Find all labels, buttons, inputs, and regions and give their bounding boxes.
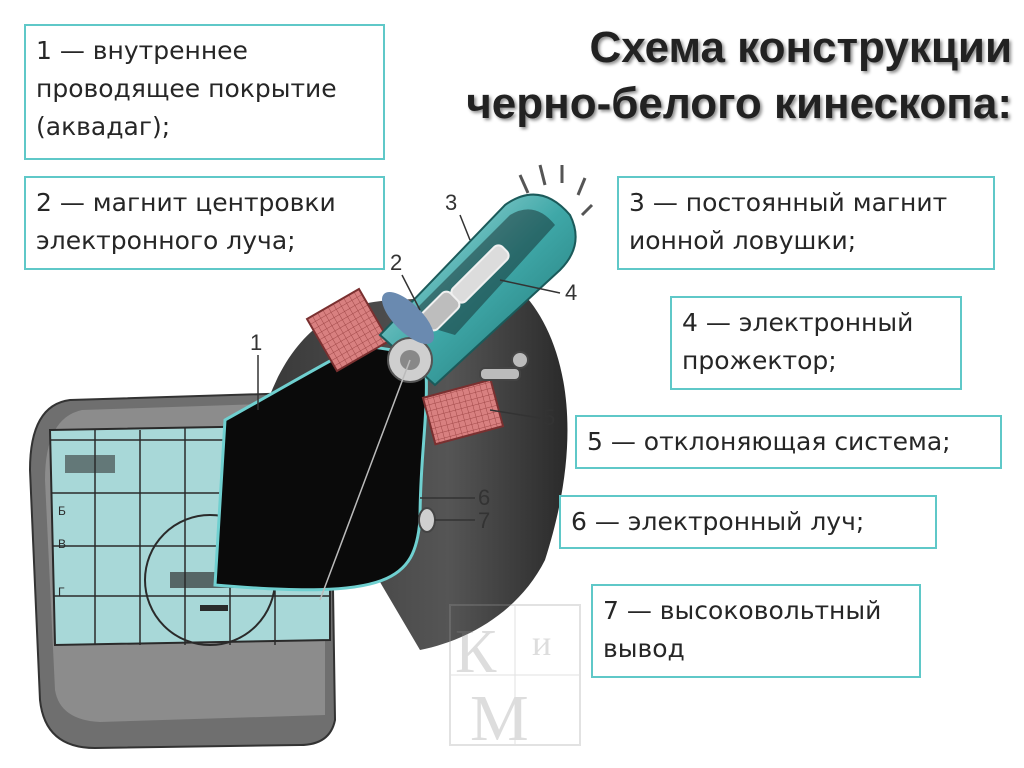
screen-row-label-b: Б bbox=[58, 504, 66, 518]
deflection-coil-top bbox=[305, 287, 391, 373]
slide-title: Схема конструкции черно-белого кинескопа… bbox=[372, 20, 1012, 132]
screen-row-label-g: Г bbox=[58, 585, 65, 599]
deflection-coil-bottom bbox=[421, 378, 505, 446]
high-voltage-terminal bbox=[418, 507, 436, 533]
screen-row-label-v: В bbox=[58, 537, 66, 551]
part-number-5: 5 bbox=[543, 405, 555, 430]
part-number-6: 6 bbox=[478, 485, 490, 510]
electron-gun bbox=[419, 244, 510, 332]
part-number-7: 7 bbox=[478, 508, 490, 533]
electron-beam bbox=[319, 359, 411, 601]
centering-magnet bbox=[382, 292, 434, 344]
base-pins bbox=[518, 164, 594, 217]
part-number-1: 1 bbox=[250, 330, 262, 355]
legend-item-6: 6 — электронный луч; bbox=[559, 495, 937, 549]
legend-item-2: 2 — магнит центровки электронного луча; bbox=[24, 176, 385, 270]
part-number-2: 2 bbox=[390, 250, 402, 275]
watermark-letter-k: К bbox=[455, 618, 497, 686]
legend-item-3: 3 — постоянный магнит ионной ловушки; bbox=[617, 176, 995, 270]
legend-item-4: 4 — электронный прожектор; bbox=[670, 296, 962, 390]
watermark-letter-i: и bbox=[532, 623, 551, 663]
kinescope-flask bbox=[213, 343, 428, 592]
legend-item-7: 7 — высоковольтный вывод bbox=[591, 584, 921, 678]
legend-item-5: 5 — отклоняющая система; bbox=[575, 415, 1002, 469]
legend-item-1: 1 — внутреннее проводящее покрытие (аква… bbox=[24, 24, 385, 160]
slide-title-line-1: Схема конструкции bbox=[589, 23, 1012, 72]
part-number-4: 4 bbox=[565, 280, 577, 305]
slide-title-line-2: черно-белого кинескопа: bbox=[466, 79, 1012, 128]
watermark-logo: К и М bbox=[449, 604, 581, 755]
watermark-letter-m: М bbox=[470, 682, 529, 755]
ion-trap-clamp bbox=[479, 351, 529, 381]
part-number-3: 3 bbox=[445, 190, 457, 215]
